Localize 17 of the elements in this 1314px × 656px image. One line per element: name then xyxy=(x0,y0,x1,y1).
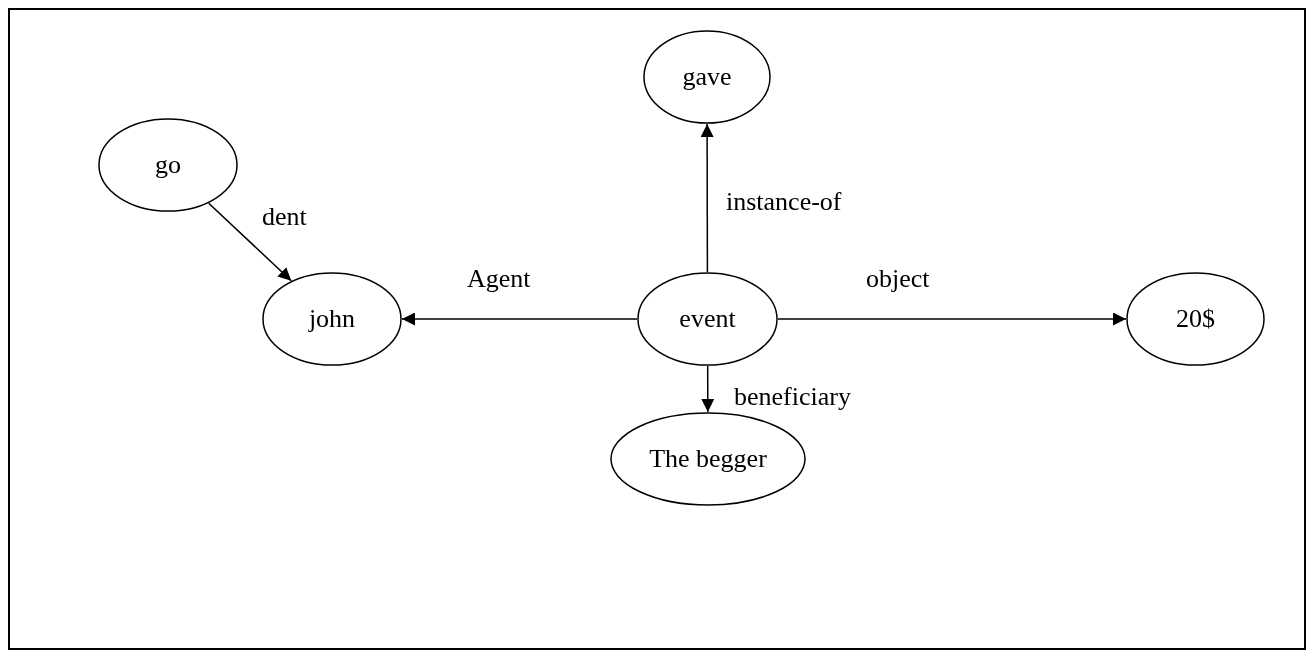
node-label: 20$ xyxy=(1176,304,1215,334)
node-label: john xyxy=(308,304,356,334)
node-label: The begger xyxy=(649,444,767,474)
arrow xyxy=(700,123,714,273)
arrow xyxy=(207,202,293,282)
ellipse-node xyxy=(1126,272,1265,366)
arrow xyxy=(401,312,638,326)
node-label: go xyxy=(155,150,181,180)
ellipse-node xyxy=(610,412,806,506)
arrow xyxy=(701,365,715,413)
ellipse-node xyxy=(262,272,402,366)
ellipse-node xyxy=(637,272,778,366)
ellipse-node xyxy=(643,30,771,124)
node-label: event xyxy=(679,304,736,334)
ellipse-node xyxy=(98,118,238,212)
arrow xyxy=(777,312,1127,326)
node-label: gave xyxy=(682,62,732,92)
